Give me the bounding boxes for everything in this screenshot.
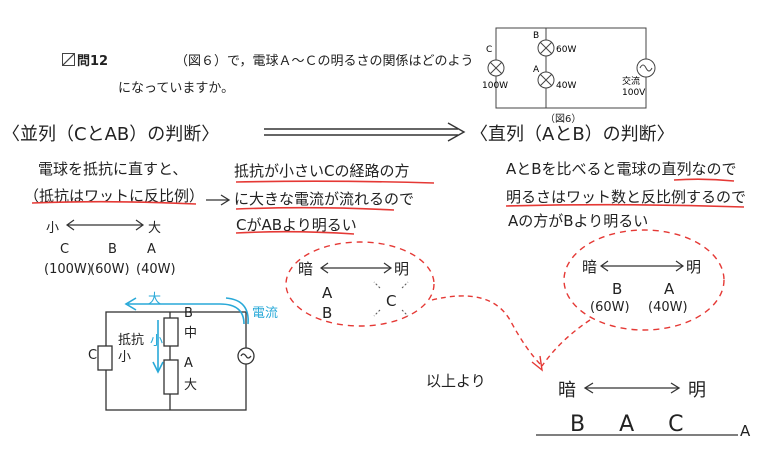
mid-underlines [235,180,435,235]
sketch-resistor: 抵抗 [118,333,145,348]
scale-small: 小 [46,221,60,236]
sketch-large2: 大 [184,378,198,393]
figure-caption: （図6） [545,114,582,125]
sketch-small2: 小 [118,350,132,365]
sketch-mid: 中 [184,326,198,341]
right-bright: 明 [686,258,702,276]
heading-series: 〈直列（AとB）の判断〉 [470,124,675,145]
mid-col-c: C [386,292,397,310]
bulb-label-b: B [108,242,117,257]
mid-note-line1: 抵抗が小さいCの経路の方 [234,162,410,180]
watt-label-a: (40W) [136,262,176,277]
mid-dark: 暗 [298,260,314,278]
scale-large: 大 [148,221,162,236]
right-a: A [664,280,675,298]
sketch-a: A [184,356,193,371]
circuit-sketch [97,297,255,411]
question-number: 問12 [62,50,108,69]
mid-col-b: B [322,304,333,322]
sketch-b: B [184,306,193,321]
answer-letter: A [740,422,751,440]
watt-label-b: (60W) [90,262,130,277]
conclusion-order: B A C [570,412,690,437]
mid-bright: 明 [394,260,410,278]
right-a-watt: (40W) [648,300,688,315]
sketch-large: 大 [148,292,162,307]
watt-label-c: (100W) [44,262,92,277]
circuit-source-label: 交流 [622,75,640,87]
sketch-small: 小 [150,334,164,349]
right-underlines [505,178,745,208]
right-bubble [563,229,725,331]
conclusion-intro: 以上より [426,372,486,390]
right-note-line2: 明るさはワット数と反比例するので [506,188,747,206]
answer-line [536,434,738,436]
conclusion-bright: 明 [688,380,706,401]
right-note-line3: Aの方がBより明るい [508,212,649,230]
scale-arrow [65,219,145,231]
left-right-arrow [206,194,231,206]
circuit-label-a: A [533,65,540,75]
question-text-line2: になっていますか。 [118,81,235,96]
right-b: B [612,280,623,298]
question-text-line1: （図６）で，電球Ａ～Ｃの明るさの関係はどのよう [175,54,474,69]
circuit-figure: C 100W B 60W A 40W 交流 100V [482,27,656,109]
circuit-label-c: C [486,45,492,55]
left-note-line1: 電球を抵抗に直すと、 [38,160,188,178]
conclusion-arrows [431,295,591,372]
mid-note-line3: CがABより明るい [236,216,357,234]
mid-bubble [285,241,435,327]
left-note-line2: （抵抗はワットに反比例） [24,187,205,205]
right-b-watt: (60W) [590,300,630,315]
conclusion-dark: 暗 [558,380,576,401]
left-underline [31,200,197,205]
sketch-c: C [88,348,98,363]
conclusion-arrow [583,382,681,394]
mid-col-a: A [322,284,333,302]
mid-note-line2: に大きな電流が流れるので [234,190,415,208]
circuit-source-voltage: 100V [622,88,646,98]
bulb-label-c: C [60,242,70,257]
right-dark: 暗 [582,258,598,276]
bulb-label-a: A [147,242,156,257]
circuit-watt-a: 40W [556,81,576,91]
sketch-current: 電流 [252,306,279,321]
circuit-watt-c: 100W [482,81,508,91]
circuit-watt-b: 60W [556,45,576,55]
double-arrow [264,122,466,142]
checkbox-icon [62,53,75,66]
heading-parallel: 〈並列（CとAB）の判断〉 [2,124,220,145]
circuit-label-b: B [533,31,539,41]
right-note-line1: AとBを比べると電球の直列なので [506,160,737,178]
